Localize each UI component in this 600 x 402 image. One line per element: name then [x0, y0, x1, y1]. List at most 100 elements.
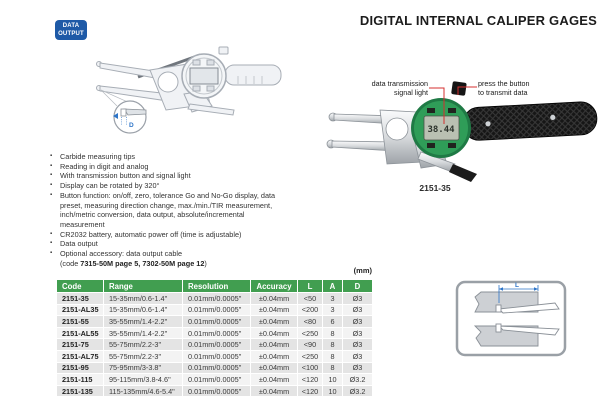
code-cell: 2151-55 — [56, 315, 104, 328]
value-cell: 0.01mm/0.0005" — [182, 338, 251, 351]
feature-text: Carbide measuring tips — [60, 152, 136, 161]
lcd-readout: 38.44 — [427, 125, 455, 135]
column-header: Resolution — [182, 279, 251, 293]
value-cell: 55-75mm/2.2-3" — [103, 349, 183, 363]
feature-text: CR2032 battery, automatic power off (tim… — [60, 229, 242, 239]
bullet-icon: ▪ — [50, 191, 53, 198]
value-cell: ±0.04mm — [250, 384, 298, 398]
length-dim-label: L — [515, 282, 519, 289]
bullet-icon: ▪ — [50, 153, 53, 159]
value-cell: <50 — [297, 292, 323, 305]
value-cell: 0.01mm/0.0005" — [182, 373, 251, 386]
value-cell: Ø3 — [342, 361, 373, 375]
value-cell: <120 — [297, 384, 323, 398]
code-cell: 2151-75 — [56, 338, 104, 351]
measuring-diagram: L — [455, 280, 567, 357]
value-cell: <200 — [297, 303, 323, 317]
value-cell: ±0.04mm — [250, 338, 298, 351]
annotation-signal-light: data transmission signal light — [371, 79, 428, 97]
column-header: Range — [103, 279, 183, 293]
value-cell: 0.01mm/0.0005" — [182, 292, 251, 305]
feature-text: With transmission button and signal ligh… — [60, 171, 191, 181]
value-cell: ±0.04mm — [250, 349, 298, 363]
handle — [462, 101, 598, 141]
feature-item: ▪Display can be rotated by 320° — [50, 181, 282, 191]
code-cell: 2151-135 — [56, 384, 104, 398]
display-head: 38.44 — [411, 98, 471, 158]
value-cell: 8 — [322, 349, 343, 363]
value-cell: <100 — [297, 361, 323, 375]
value-cell: Ø3 — [342, 292, 373, 305]
column-header: D — [342, 279, 373, 293]
annotation-transmit-button: press the button to transmit data — [478, 79, 530, 97]
caliper-product-photo: 38.44 — [326, 81, 598, 182]
column-header: A — [322, 279, 343, 293]
length-dimension: L — [498, 282, 539, 303]
value-cell: Ø3.2 — [342, 384, 373, 398]
value-cell: <120 — [297, 373, 323, 386]
badge-line-1: DATA — [62, 23, 80, 29]
feature-text: Button function: on/off, zero, tolerance… — [60, 190, 276, 229]
value-cell: 75-95mm/3-3.8" — [103, 361, 183, 375]
tip-detail-view: D — [113, 108, 147, 129]
caliper-line-drawing: D — [96, 46, 282, 134]
code-cell: 2151-AL75 — [56, 349, 104, 363]
value-cell: 3 — [322, 303, 343, 317]
value-cell: 95-115mm/3.8-4.6" — [103, 373, 183, 386]
value-cell: 10 — [322, 373, 343, 386]
value-cell: Ø3 — [342, 326, 373, 340]
bullet-icon: ▪ — [50, 172, 53, 179]
value-cell: 0.01mm/0.0005" — [182, 303, 251, 317]
value-cell: ±0.04mm — [250, 292, 298, 305]
feature-item: ▪ Button function: on/off, zero, toleranc… — [50, 191, 282, 230]
column-header: Code — [56, 279, 104, 293]
value-cell: 0.01mm/0.0005" — [182, 384, 251, 398]
feature-text: Reading in digit and analog — [60, 161, 149, 171]
value-cell: 35-55mm/1.4-2.2" — [103, 315, 183, 328]
value-cell: 0.01mm/0.0005" — [182, 349, 251, 363]
feature-item: ▪ Carbide measuring tips — [50, 152, 282, 162]
transmit-button[interactable] — [451, 81, 467, 96]
accessory-note: (code 7315-50M page 5, 7302-50M page 12) — [60, 258, 207, 268]
code-cell: 2151-AL35 — [56, 303, 104, 317]
feature-item: ▪ With transmission button and signal lig… — [50, 171, 282, 181]
value-cell: <90 — [297, 338, 323, 351]
feature-item: ▪Reading in digit and analog — [50, 162, 282, 172]
value-cell: <80 — [297, 315, 323, 328]
value-cell: ±0.04mm — [250, 373, 298, 386]
code-cell: 2151-AL55 — [56, 326, 104, 340]
bullet-icon: ▪ — [50, 250, 53, 257]
bullet-icon: ▪ — [50, 230, 53, 237]
value-cell: 15-35mm/0.6-1.4" — [103, 303, 183, 317]
column-header: Accuracy — [250, 279, 298, 293]
value-cell: 8 — [322, 338, 343, 351]
code-cell: 2151-115 — [56, 373, 104, 386]
value-cell: 8 — [322, 361, 343, 375]
value-cell: 0.01mm/0.0005" — [182, 361, 251, 375]
value-cell: 55-75mm/2.2-3" — [103, 338, 183, 351]
feature-text: Optional accessory: data output cable — [60, 249, 183, 259]
value-cell: 6 — [322, 315, 343, 328]
value-cell: ±0.04mm — [250, 326, 298, 340]
value-cell: 0.01mm/0.0005" — [182, 315, 251, 328]
feature-text: Display can be rotated by 320° — [60, 181, 160, 191]
value-cell: 3 — [322, 292, 343, 305]
features-list: ▪Carbide measuring tips▪Reading in digit… — [50, 152, 282, 268]
badge-line-2: OUTPUT — [58, 30, 84, 37]
value-cell: Ø3 — [342, 349, 373, 363]
code-cell: 2151-35 — [56, 292, 104, 305]
code-cell: 2151-95 — [56, 361, 104, 375]
tip-diameter-label: D — [129, 122, 134, 129]
annotation-leader-lines — [429, 86, 477, 124]
